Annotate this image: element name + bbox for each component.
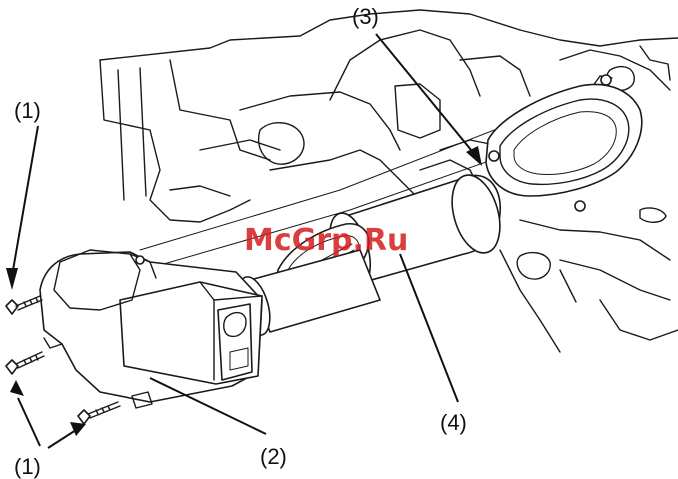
leader-housing: [376, 34, 476, 156]
leader-filter: [400, 254, 458, 402]
arrowhead-housing: [466, 146, 482, 166]
callout-cover: (2): [260, 444, 287, 469]
air-filter-cover: [40, 250, 262, 408]
screw-3: [78, 402, 120, 424]
arrowhead-screw-top: [6, 268, 18, 290]
leader-screw-top: [12, 126, 38, 276]
callout-screw-top: (1): [14, 98, 41, 123]
arrowhead-screw-bottom-b: [70, 422, 86, 436]
arrowhead-screw-bottom-a: [10, 380, 24, 396]
callout-housing: (3): [352, 4, 379, 29]
leader-screw-bottom-b: [48, 430, 76, 448]
callout-screw-bottom: (1): [14, 454, 41, 479]
watermark-text: McGrp.Ru: [244, 223, 408, 258]
callout-filter: (4): [440, 410, 467, 435]
screw-2: [6, 352, 44, 374]
screw-1: [6, 296, 42, 314]
air-filter-housing: [486, 75, 642, 211]
leader-screw-bottom-a: [18, 398, 40, 446]
